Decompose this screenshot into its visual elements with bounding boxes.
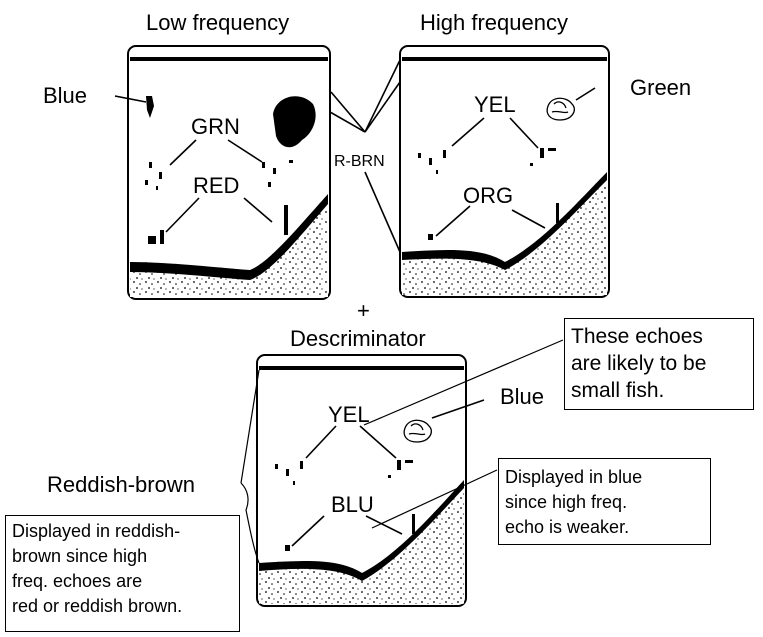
reddish-brown-label: Reddish-brown <box>47 472 195 497</box>
high-frequency-panel <box>400 46 609 297</box>
blue-label-right: Blue <box>500 384 544 409</box>
org-label: ORG <box>463 183 513 208</box>
surface-line <box>259 366 464 370</box>
small-fish-note: These echoes are likely to be small fish… <box>564 318 754 410</box>
yel-label-top: YEL <box>474 92 516 117</box>
blu-label: BLU <box>331 492 374 517</box>
plus-sign: + <box>357 298 370 323</box>
high-frequency-title: High frequency <box>420 10 568 35</box>
reddish-brown-reason-note: Displayed in reddish- brown since high f… <box>5 515 240 632</box>
discriminator-title: Descriminator <box>290 326 426 351</box>
r-brn-label: R-BRN <box>334 153 385 170</box>
surface-line <box>130 57 328 61</box>
green-label: Green <box>630 75 691 100</box>
yel-label-bottom: YEL <box>328 402 370 427</box>
red-label: RED <box>193 173 239 198</box>
low-frequency-title: Low frequency <box>146 10 289 35</box>
surface-line <box>402 57 607 61</box>
grn-label: GRN <box>191 114 240 139</box>
discriminator-panel <box>257 355 484 606</box>
blue-reason-note: Displayed in blue since high freq. echo … <box>498 458 711 545</box>
blue-label-left: Blue <box>43 83 87 108</box>
